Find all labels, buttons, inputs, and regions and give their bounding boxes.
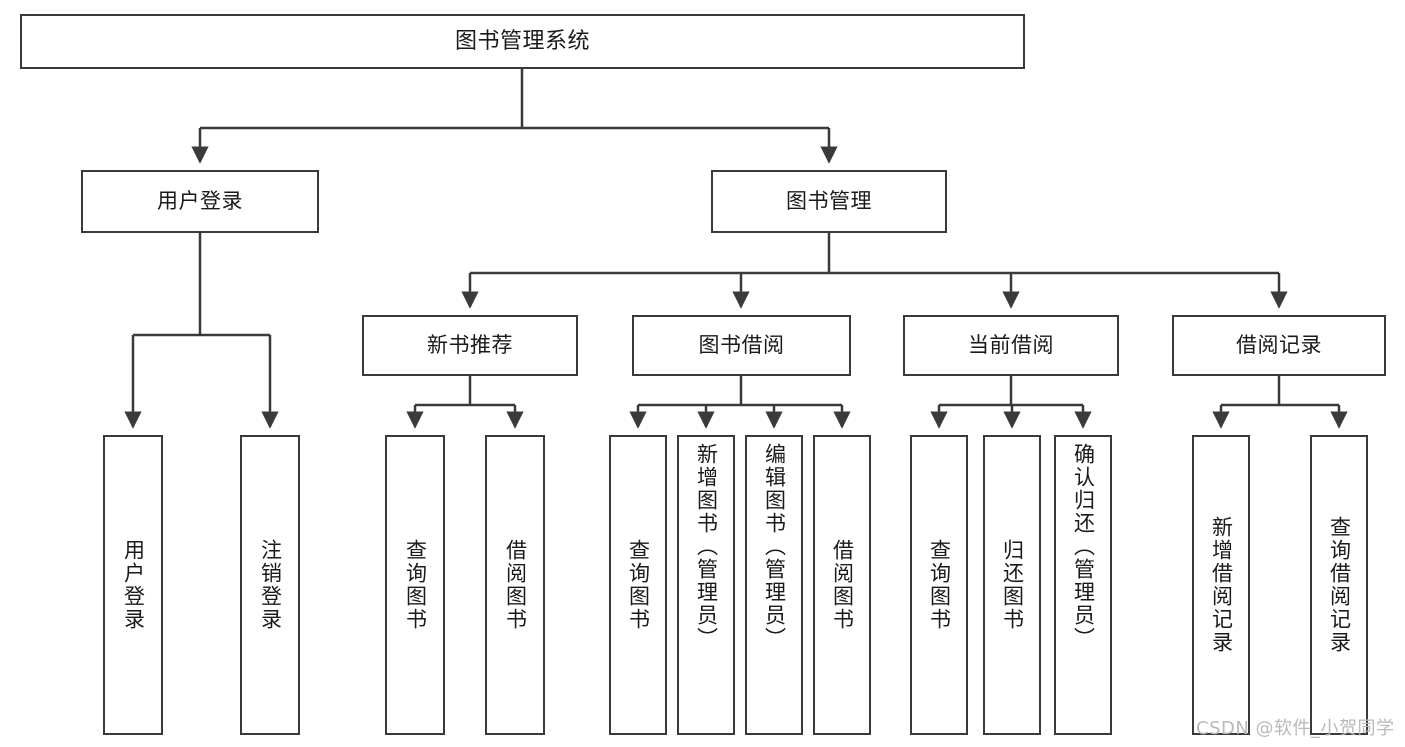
node-leaf-br-add-label: 新增借阅记录 [1209,516,1234,654]
node-leaf-bb-add[interactable]: 新增图书（管理员） [677,435,735,735]
node-leaf-bb-edit[interactable]: 编辑图书（管理员） [745,435,803,735]
node-root-label: 图书管理系统 [454,28,590,54]
node-book-borrow-label: 图书借阅 [698,333,785,358]
node-leaf-user-logout-label: 注销登录 [258,539,283,631]
node-leaf-br-query-label: 查询借阅记录 [1327,516,1352,654]
node-leaf-user-login-label: 用户登录 [121,539,146,631]
node-leaf-rec-query-label: 查询图书 [403,539,428,631]
node-borrow-record-label: 借阅记录 [1236,333,1322,358]
node-current-borrow-label: 当前借阅 [968,333,1054,358]
node-leaf-cb-query[interactable]: 查询图书 [910,435,968,735]
node-leaf-bb-query[interactable]: 查询图书 [609,435,667,735]
node-user-login-label: 用户登录 [157,189,243,214]
node-leaf-user-logout[interactable]: 注销登录 [240,435,300,735]
node-leaf-bb-borrow[interactable]: 借阅图书 [813,435,871,735]
node-leaf-rec-borrow-label: 借阅图书 [503,539,528,631]
node-leaf-bb-edit-label: 编辑图书（管理员） [762,443,787,650]
node-user-login[interactable]: 用户登录 [81,170,319,233]
node-root[interactable]: 图书管理系统 [20,14,1025,69]
node-leaf-cb-confirm-label: 确认归还（管理员） [1071,443,1096,650]
node-leaf-cb-query-label: 查询图书 [927,539,952,631]
node-book-manage[interactable]: 图书管理 [711,170,947,233]
node-leaf-cb-return[interactable]: 归还图书 [983,435,1041,735]
node-leaf-bb-query-label: 查询图书 [626,539,651,631]
node-leaf-br-query[interactable]: 查询借阅记录 [1310,435,1368,735]
node-leaf-cb-return-label: 归还图书 [1000,539,1025,631]
node-borrow-record[interactable]: 借阅记录 [1172,315,1386,376]
node-leaf-rec-borrow[interactable]: 借阅图书 [485,435,545,735]
node-new-book-rec[interactable]: 新书推荐 [362,315,578,376]
node-current-borrow[interactable]: 当前借阅 [903,315,1119,376]
node-new-book-rec-label: 新书推荐 [427,333,513,358]
node-leaf-bb-add-label: 新增图书（管理员） [694,443,719,650]
csdn-watermark: CSDN @软件_小贺同学 [1196,718,1395,739]
node-leaf-br-add[interactable]: 新增借阅记录 [1192,435,1250,735]
node-leaf-bb-borrow-label: 借阅图书 [830,539,855,631]
node-leaf-rec-query[interactable]: 查询图书 [385,435,445,735]
node-leaf-cb-confirm[interactable]: 确认归还（管理员） [1054,435,1112,735]
node-leaf-user-login[interactable]: 用户登录 [103,435,163,735]
node-book-manage-label: 图书管理 [786,189,872,214]
node-book-borrow[interactable]: 图书借阅 [632,315,851,376]
